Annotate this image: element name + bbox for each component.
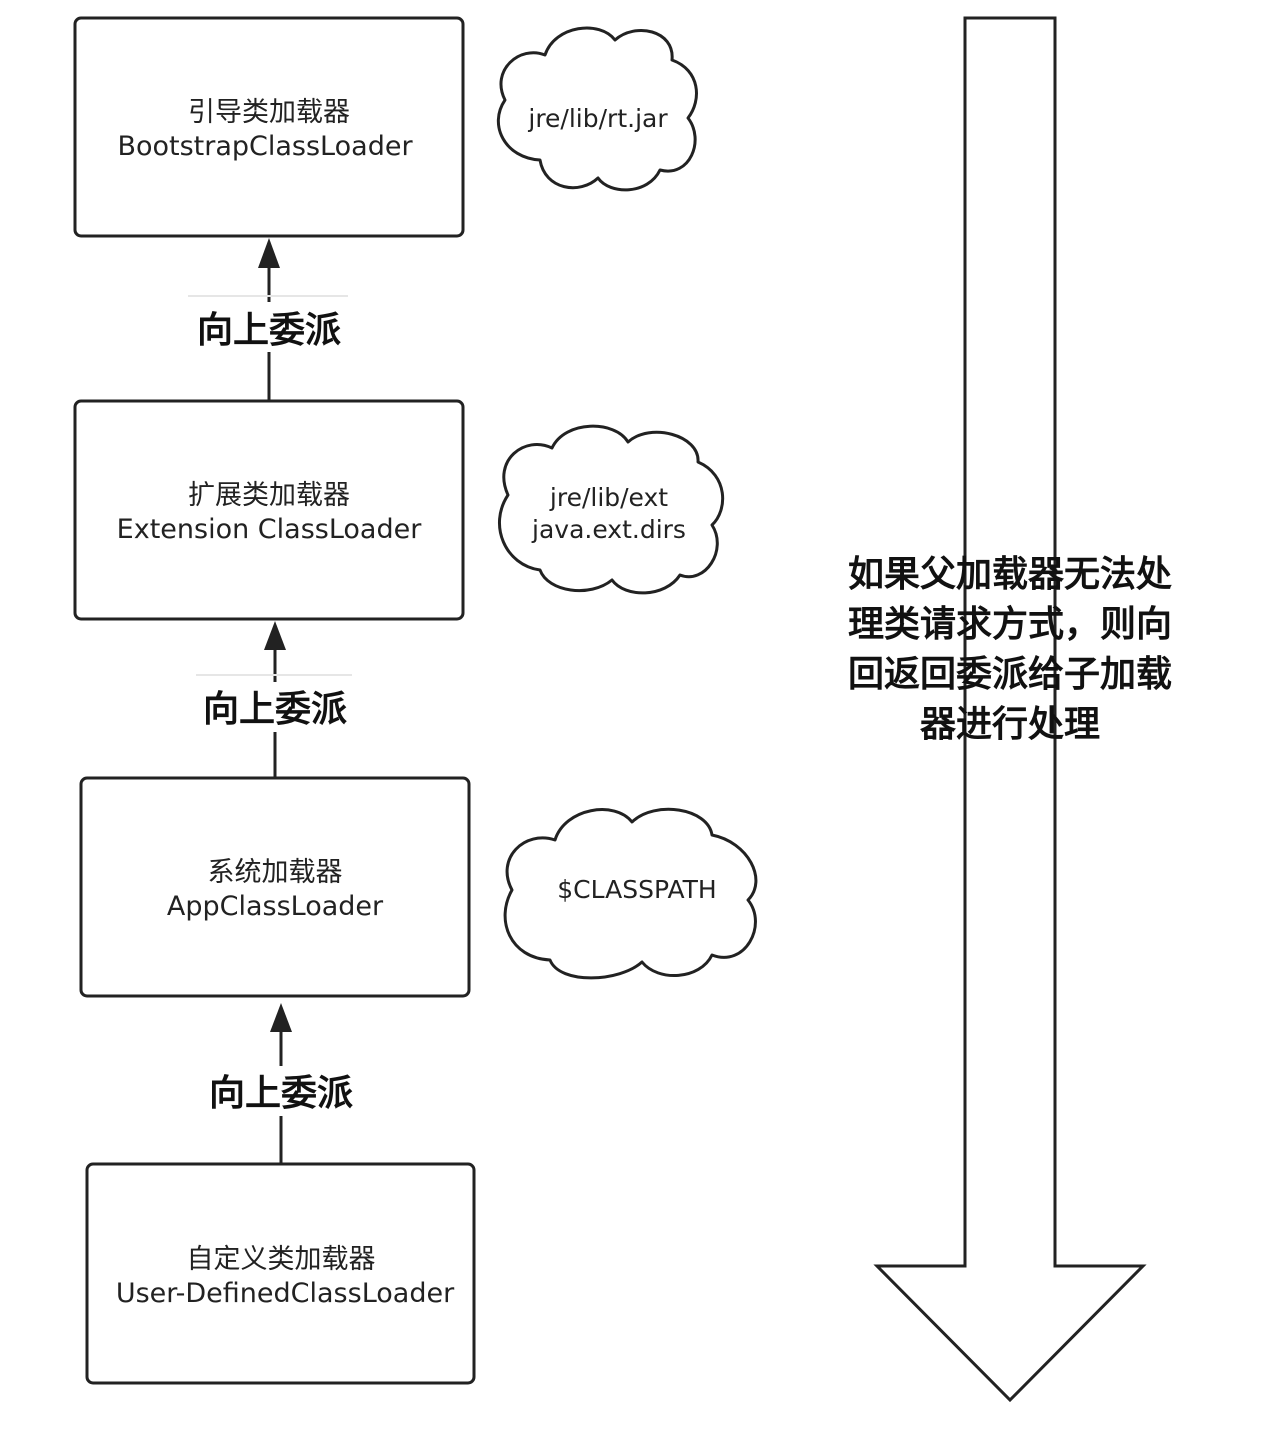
cloud-text-line: java.ext.dirs <box>531 515 686 544</box>
cloud-app-path: $CLASSPATH <box>503 807 758 980</box>
edge-label: 向上委派 <box>197 310 341 351</box>
arrowhead-icon <box>270 1003 292 1032</box>
loader-name-zh: 自定义类加载器 <box>187 1244 376 1275</box>
arrowhead-icon <box>258 238 280 268</box>
side-note-line: 如果父加载器无法处 <box>848 554 1172 595</box>
loader-name-en: Extension ClassLoader <box>117 514 423 545</box>
side-note-line: 理类请求方式，则向 <box>848 604 1172 645</box>
loader-name-en: AppClassLoader <box>167 891 384 922</box>
loader-box-extension: 扩展类加载器 Extension ClassLoader <box>73 399 465 621</box>
cloud-text-line: jre/lib/rt.jar <box>527 104 668 133</box>
cloud-text-line: jre/lib/ext <box>549 483 668 512</box>
cloud-text-line: $CLASSPATH <box>557 875 716 904</box>
loader-name-zh: 系统加载器 <box>208 857 343 888</box>
loader-name-zh: 扩展类加载器 <box>188 480 350 511</box>
side-note-line: 器进行处理 <box>920 704 1100 745</box>
loader-name-en: User-DefinedClassLoader <box>116 1278 455 1309</box>
edge-label: 向上委派 <box>203 689 347 730</box>
cloud-icon <box>496 26 698 192</box>
edge-user-to-app: 向上委派 <box>198 1003 364 1163</box>
loader-box-user-defined: 自定义类加载器 User-DefinedClassLoader <box>85 1162 476 1385</box>
side-note-line: 回返回委派给子加载 <box>848 654 1172 695</box>
down-arrow-shape <box>873 16 1147 1403</box>
edge-label: 向上委派 <box>209 1073 353 1114</box>
loader-name-en: BootstrapClassLoader <box>117 131 413 162</box>
arrowhead-icon <box>264 621 286 650</box>
side-note: 如果父加载器无法处 理类请求方式，则向 回返回委派给子加载 器进行处理 <box>848 554 1172 745</box>
loader-name-zh: 引导类加载器 <box>188 97 350 128</box>
edge-extension-to-bootstrap: 向上委派 <box>186 238 350 400</box>
edge-app-to-extension: 向上委派 <box>192 621 356 777</box>
cloud-bootstrap-path: jre/lib/rt.jar <box>496 26 698 192</box>
cloud-icon <box>503 807 758 980</box>
cloud-icon <box>498 424 725 595</box>
loader-box-bootstrap: 引导类加载器 BootstrapClassLoader <box>73 16 465 238</box>
downward-delegation-arrow <box>873 16 1147 1403</box>
loader-box-app: 系统加载器 AppClassLoader <box>79 776 471 998</box>
cloud-extension-path: jre/lib/ext java.ext.dirs <box>498 424 725 595</box>
